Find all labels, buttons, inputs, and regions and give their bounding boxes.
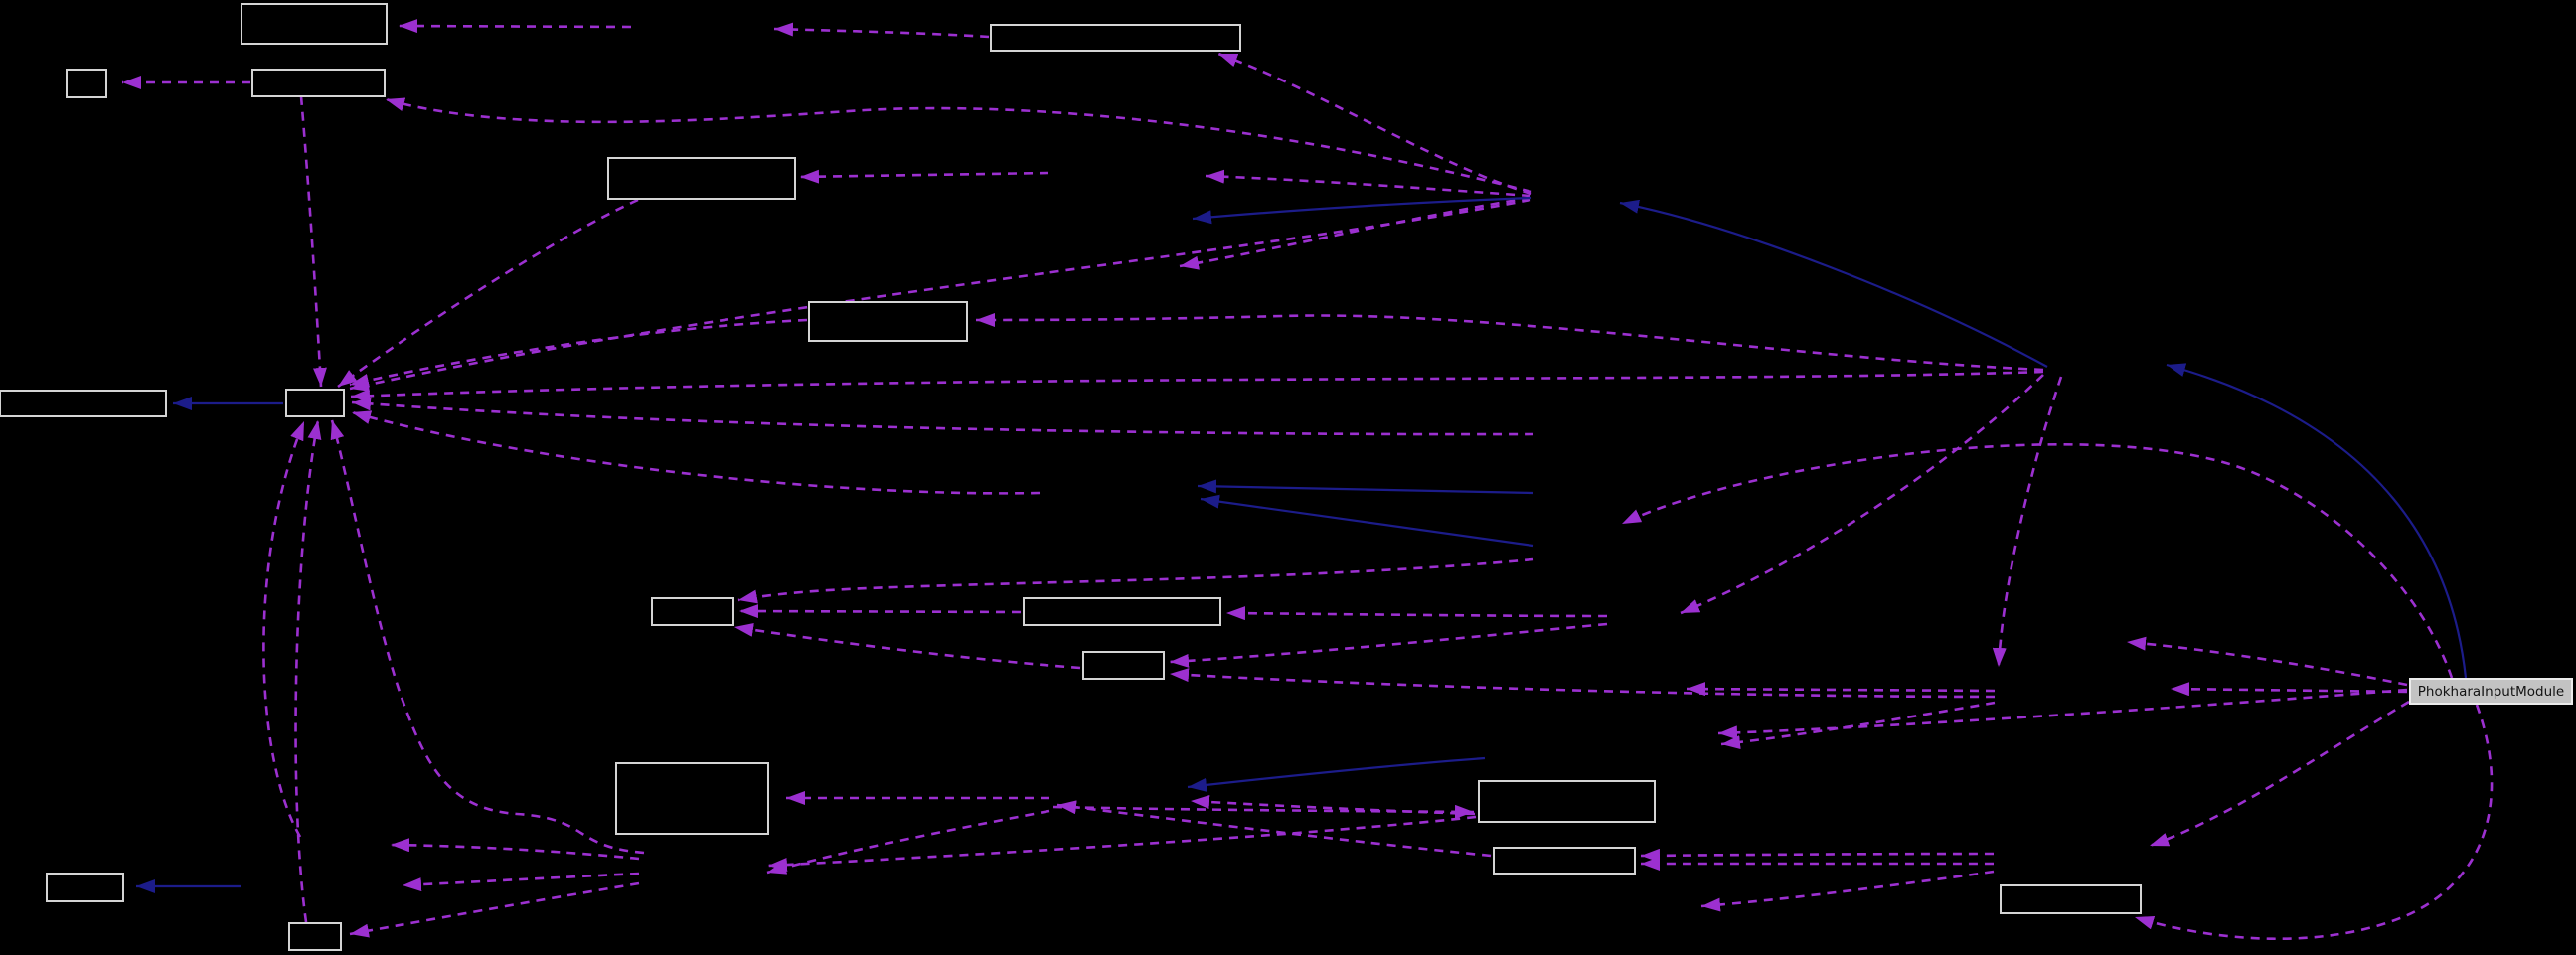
- dependency-edge-2: [773, 22, 990, 39]
- dependency-edge-41: [402, 872, 640, 892]
- dependency-edge-31: [1640, 848, 1995, 863]
- dependency-edge-8: [1179, 196, 1531, 270]
- graph-node-5[interactable]: [607, 157, 796, 200]
- dependency-edge-13: [349, 318, 808, 388]
- graph-node-17[interactable]: [2000, 884, 2142, 914]
- dependency-edge-18: [1169, 622, 1608, 668]
- dependency-edge-43: [294, 419, 322, 923]
- dependency-edge-40: [390, 838, 640, 861]
- graph-node-1[interactable]: [241, 3, 388, 45]
- dependency-edge-46: [1056, 800, 1492, 858]
- dependency-edge-19: [1169, 668, 1996, 699]
- dependency-edge-10: [349, 198, 1531, 392]
- inheritance-edge-49: [1197, 479, 1534, 495]
- dependency-edge-30: [2149, 700, 2410, 848]
- inheritance-edge-52: [1619, 199, 2048, 368]
- main-node-label: PhokharaInputModule: [2417, 683, 2565, 700]
- graph-node-6[interactable]: [808, 301, 968, 342]
- graph-node-2[interactable]: [66, 69, 107, 98]
- dependency-edge-25: [1720, 701, 1996, 750]
- dependency-edge-29: [1621, 443, 2454, 679]
- dependency-edge-5: [1217, 52, 1532, 196]
- main-node: [2409, 678, 2573, 705]
- dependency-edge-26: [2126, 636, 2408, 687]
- dependency-edge-37: [1190, 795, 1476, 816]
- dependency-edge-27: [2170, 682, 2408, 697]
- dependency-edge-20: [738, 604, 1022, 619]
- dependency-edge-21: [737, 557, 1534, 604]
- dependency-edge-24: [1717, 688, 2408, 740]
- dependency-edge-23: [1686, 682, 1996, 697]
- dependency-edge-17: [1225, 606, 1608, 621]
- dependency-edge-6: [1205, 169, 1531, 198]
- dependency-edge-9: [975, 312, 2044, 372]
- graph-node-9[interactable]: [651, 597, 734, 626]
- dependency-edge-33: [1700, 870, 1995, 912]
- inheritance-edge-51: [1192, 196, 1532, 225]
- dependency-edge-38: [767, 815, 1477, 873]
- dependency-edge-39: [766, 809, 1050, 875]
- dependency-edge-15: [351, 410, 1041, 495]
- graph-node-15[interactable]: [46, 873, 124, 902]
- dependency-edge-44: [262, 420, 306, 838]
- dependency-edge-12: [337, 198, 639, 389]
- dependency-edge-11: [299, 95, 327, 388]
- graph-node-13[interactable]: [1478, 780, 1656, 823]
- dependency-edge-42: [349, 881, 640, 938]
- graph-node-7[interactable]: [0, 390, 167, 417]
- dependency-edge-1: [398, 19, 632, 34]
- graph-node-14[interactable]: [1493, 847, 1636, 875]
- graph-node-10[interactable]: [1023, 597, 1221, 626]
- dependency-edge-4: [385, 97, 1532, 194]
- graph-node-12[interactable]: [615, 762, 769, 835]
- inheritance-edge-50: [1200, 494, 1534, 548]
- dependency-edge-45: [330, 419, 645, 855]
- dependency-edge-47: [350, 370, 2044, 403]
- graph-node-4[interactable]: [990, 24, 1241, 52]
- inheritance-edge-53: [2166, 363, 2468, 679]
- dependency-edge-16: [1680, 374, 2044, 615]
- dependency-edge-28: [1992, 376, 2063, 668]
- inheritance-edge-54: [1187, 756, 1486, 792]
- graph-node-11[interactable]: [1082, 651, 1165, 680]
- dependency-edge-7: [799, 169, 1049, 184]
- dependency-edge-34: [2134, 704, 2494, 941]
- graph-node-3[interactable]: [251, 69, 386, 97]
- graph-node-8[interactable]: [285, 389, 345, 417]
- dependency-edge-14: [351, 397, 1534, 436]
- graph-node-16[interactable]: [288, 922, 342, 951]
- dependency-edge-22: [733, 622, 1081, 670]
